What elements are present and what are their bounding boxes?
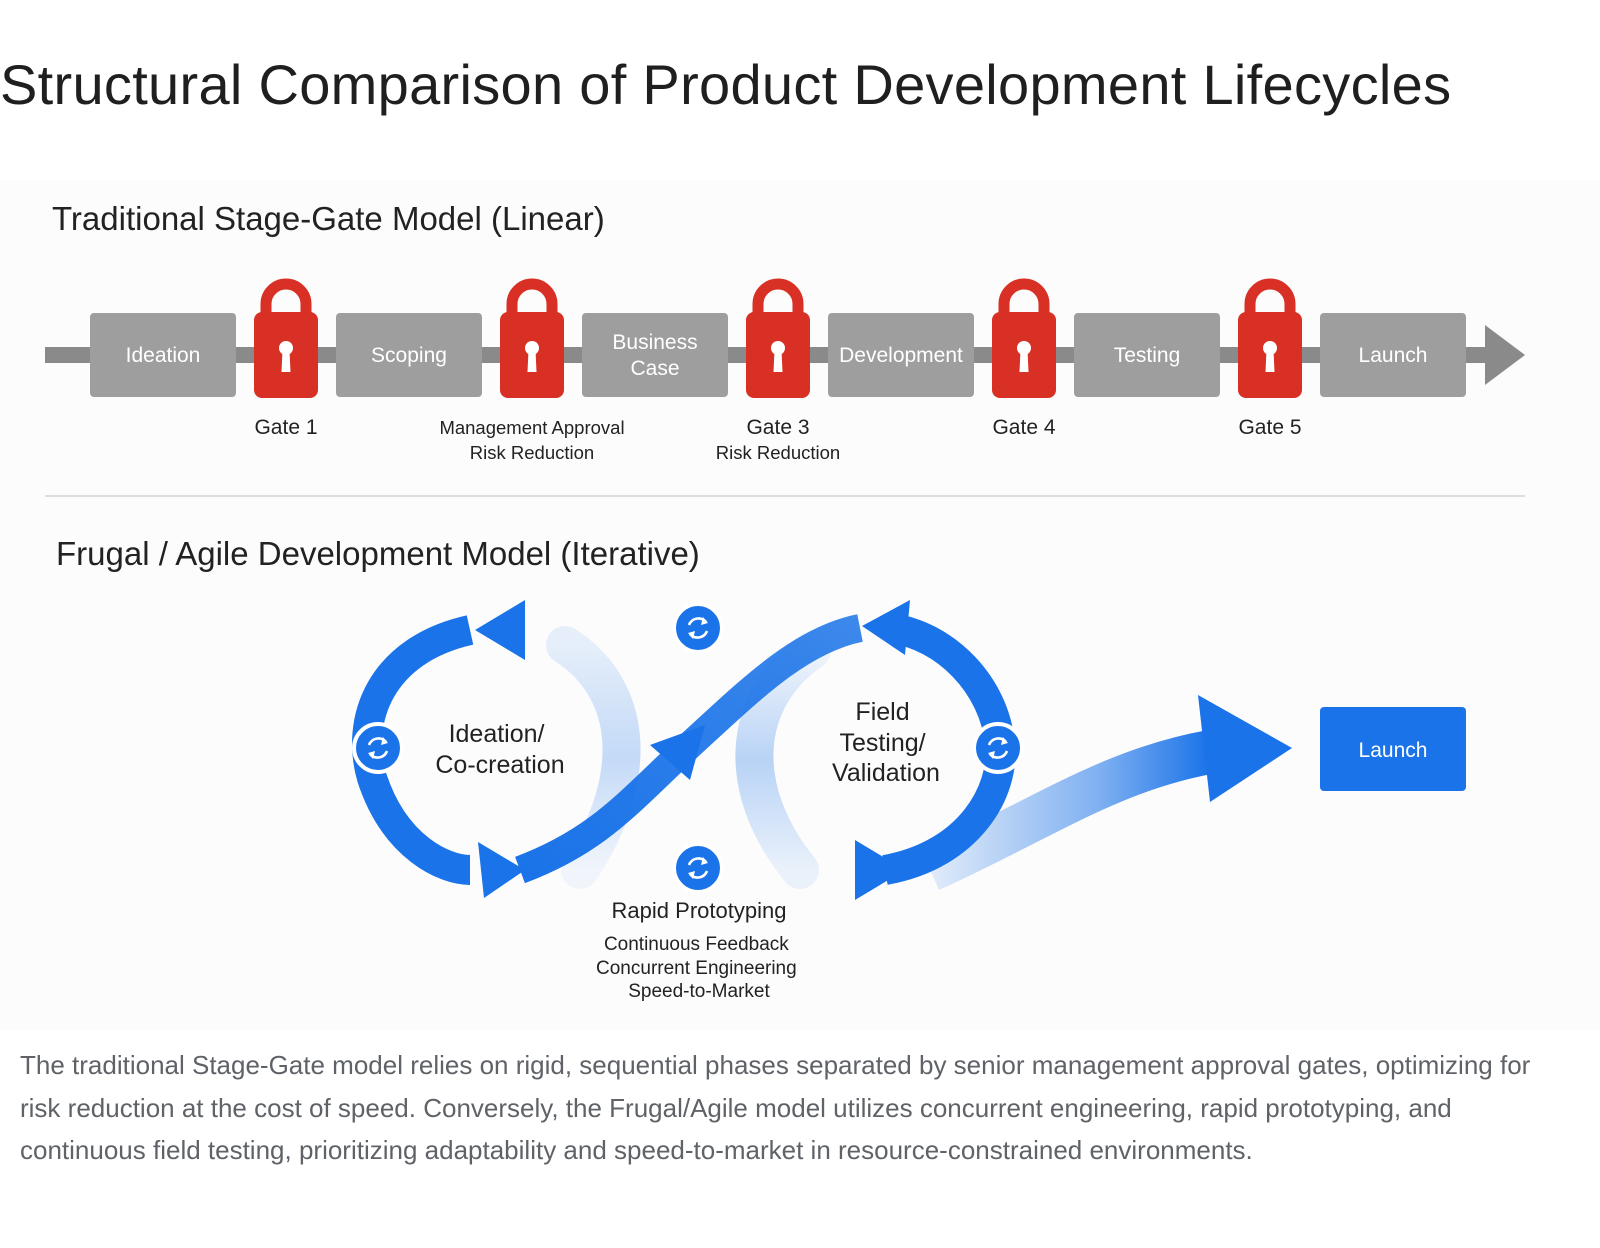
page-title: Structural Comparison of Product Develop… [0,53,1452,116]
stage-box: Ideation [90,313,236,397]
top-return-arrowhead [475,600,525,660]
stage-label: Launch [1359,344,1428,367]
gate-label: Gate 5 [1238,416,1301,439]
launch-exit-arrowhead [1198,695,1292,802]
refresh-cycle-icon [672,842,724,894]
refresh-cycle-icon [672,602,724,654]
lifecycle-diagram: Traditional Stage-Gate Model (Linear) Id… [45,200,1525,1002]
bottom-forward-arrowhead [855,840,905,900]
prototype-notes: Continuous Feedback Concurrent Engineeri… [596,934,802,1002]
timeline-arrowhead [1485,325,1525,385]
padlock-icon [992,278,1056,398]
stage-box: Launch [1320,313,1466,397]
stage-label: Scoping [371,344,447,367]
diagram-panel: Traditional Stage-Gate Model (Linear) Id… [0,180,1600,1030]
iteration-loop [352,600,1292,900]
right-loop-arrowhead [862,600,910,655]
stage-label: Testing [1114,344,1181,367]
right-loop-label: Field Testing/ Validation [832,698,940,787]
agile-heading: Frugal / Agile Development Model (Iterat… [56,535,700,572]
launch-exit-path [920,730,1215,891]
gate-label: Gate 4 [992,416,1055,439]
refresh-cycle-icon [352,722,404,774]
left-loop-label: Ideation/ Co-creation [435,720,564,779]
stage-box: Development [828,313,974,397]
left-loop-arrowhead [478,842,525,898]
padlock-icon [746,278,810,398]
stage-label: Ideation [126,344,201,367]
diagram-caption: The traditional Stage-Gate model relies … [20,1050,1531,1165]
stage-label: Development [839,344,963,367]
gate-label: Gate 1 [254,416,317,439]
agile-launch-box: Launch [1320,707,1466,791]
prototype-title: Rapid Prototyping [612,898,787,923]
stage-box: Testing [1074,313,1220,397]
padlock-icon [1238,278,1302,398]
traditional-heading: Traditional Stage-Gate Model (Linear) [52,200,605,237]
padlock-icon [500,278,564,398]
agile-launch-label: Launch [1359,739,1428,762]
padlock-icon [254,278,318,398]
refresh-cycle-icon [972,722,1024,774]
crossover-arrowhead [650,725,705,780]
stage-box: Scoping [336,313,482,397]
